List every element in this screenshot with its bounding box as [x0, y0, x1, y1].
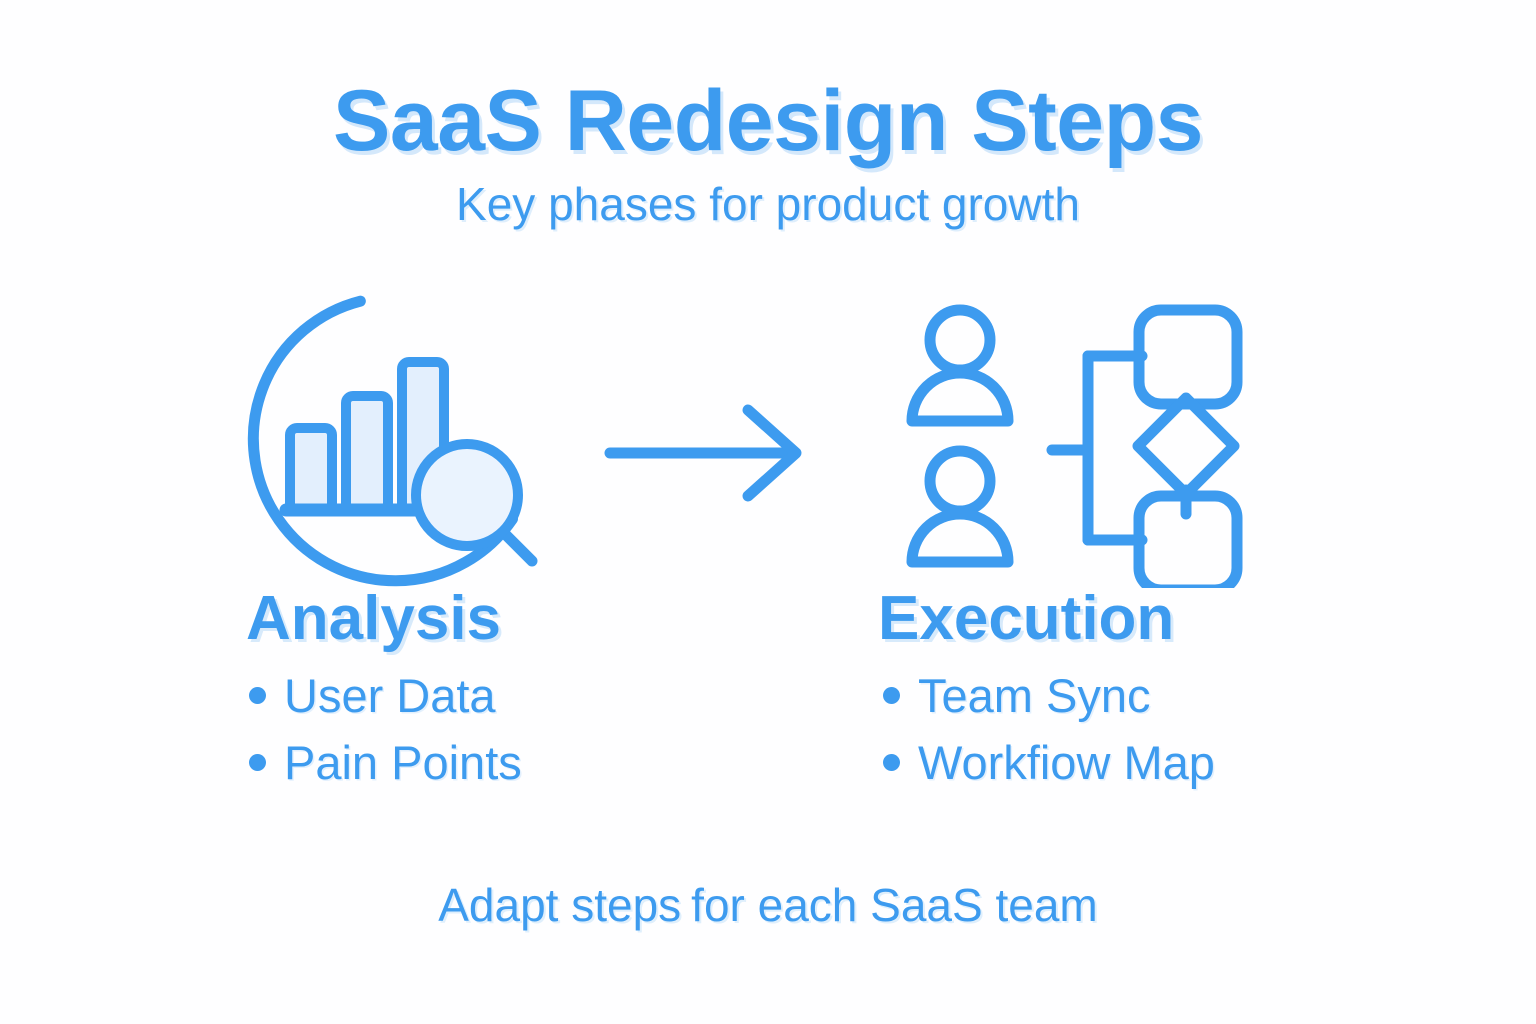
- bullet-label: Team Sync: [918, 669, 1151, 722]
- list-item: Pain Points: [232, 739, 592, 786]
- page-subtitle: Key phases for product growth: [456, 177, 1080, 230]
- right-arrow-icon: [604, 404, 802, 502]
- person-head-icon: [924, 304, 996, 376]
- bullet-label: Workfiow Map: [918, 736, 1215, 789]
- bullet-dot-icon: [249, 687, 266, 704]
- magnifier-lens: [411, 439, 523, 551]
- list-item: User Data: [232, 672, 592, 719]
- analysis-icon-slot: [232, 288, 592, 588]
- list-item: Team Sync: [866, 672, 1286, 719]
- analysis-circle-outline: [247, 295, 518, 587]
- bullet-dot-icon: [249, 754, 266, 771]
- person-body-icon: [906, 367, 1014, 427]
- bullet-dot-icon: [883, 687, 900, 704]
- person-icon: [906, 304, 1014, 427]
- flow-node-bottom: [1133, 490, 1243, 588]
- arrow-head: [742, 404, 802, 502]
- analysis-magnifier-bar-chart-icon: [247, 295, 538, 587]
- step-column-execution: Execution Team Sync Workfiow Map: [866, 288, 1286, 806]
- bullet-label: User Data: [284, 669, 496, 722]
- bullet-list-execution: Team Sync Workfiow Map: [866, 672, 1286, 786]
- list-item: Workfiow Map: [866, 739, 1286, 786]
- flow-node-top: [1133, 304, 1243, 410]
- flow-node-decision-diamond: [1132, 392, 1240, 500]
- person-body-icon: [906, 508, 1014, 568]
- header: SaaS Redesign Steps Key phases for produ…: [0, 73, 1536, 230]
- step-heading-analysis: Analysis: [246, 584, 502, 653]
- footer-text-before: Adapt steps: [438, 879, 682, 931]
- person-head-icon: [924, 445, 996, 517]
- bullet-label: Pain Points: [284, 736, 522, 789]
- person-icon: [906, 445, 1014, 568]
- footer-text-after: for each SaaS team: [691, 879, 1098, 931]
- bar-2: [341, 391, 393, 515]
- page-title: SaaS Redesign Steps: [333, 73, 1203, 169]
- step-column-analysis: Analysis User Data Pain Points: [232, 288, 592, 806]
- step-heading-execution: Execution: [878, 584, 1175, 653]
- arrow-slot: [598, 398, 818, 513]
- bar-1: [285, 423, 337, 515]
- bullet-list-analysis: User Data Pain Points: [232, 672, 592, 786]
- bullet-dot-icon: [883, 754, 900, 771]
- team-workflow-diagram-icon: [906, 304, 1243, 588]
- execution-icon-slot: [866, 288, 1286, 588]
